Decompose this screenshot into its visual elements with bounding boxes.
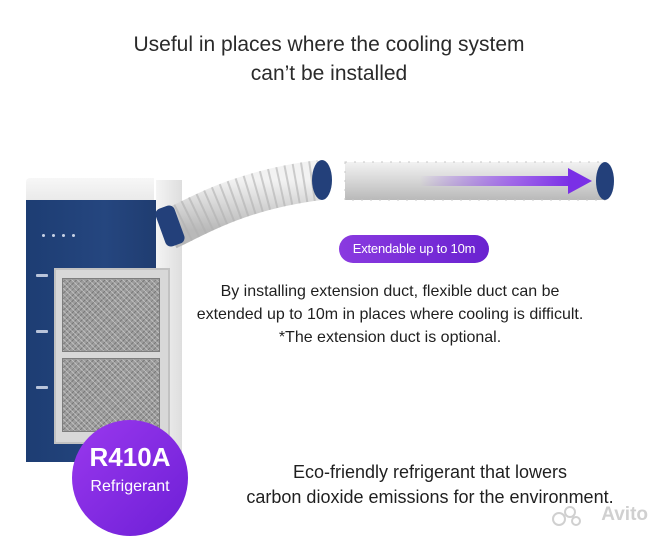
refrigerant-badge: R410A Refrigerant [72, 420, 188, 536]
watermark-logo-icon [552, 506, 581, 526]
headline: Useful in places where the cooling syste… [0, 30, 658, 88]
refrigerant-subtitle: Refrigerant [90, 478, 170, 495]
refrigerant-title: R410A [89, 442, 171, 472]
air-filter-grille [54, 268, 170, 444]
watermark-text: Avito [601, 504, 648, 525]
extendable-badge: Extendable up to 10m [339, 235, 489, 263]
duct-description-note: *The extension duct is optional. [278, 329, 502, 346]
extension-arrow-shaft [420, 176, 570, 186]
eco-description: Eco-friendly refrigerant that lowers car… [220, 460, 640, 510]
eco-description-line-2: carbon dioxide emissions for the environ… [246, 487, 614, 507]
extension-arrow-head [568, 168, 592, 194]
headline-line-1: Useful in places where the cooling syste… [133, 33, 525, 56]
duct-description-line-2: extended up to 10m in places where cooli… [196, 306, 584, 323]
unit-top-cap [26, 178, 154, 202]
duct-description: By installing extension duct, flexible d… [180, 280, 600, 349]
eco-description-line-1: Eco-friendly refrigerant that lowers [292, 462, 568, 482]
duct-description-line-1: By installing extension duct, flexible d… [220, 283, 560, 300]
headline-line-2: can’t be installed [250, 62, 408, 85]
